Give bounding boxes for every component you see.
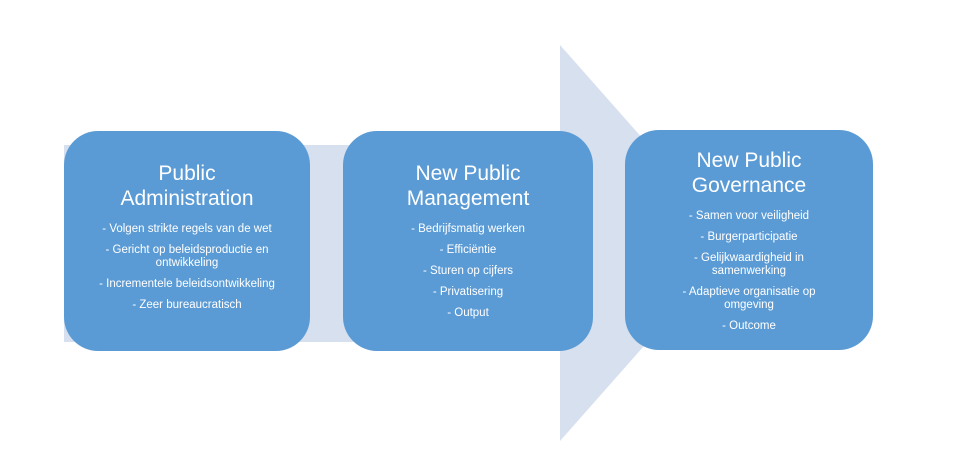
stage-item-list: - Bedrijfsmatig werken - Efficiëntie - S… bbox=[355, 223, 581, 320]
stage-new-public-governance: New Public Governance - Samen voor veili… bbox=[625, 130, 873, 350]
stage-item-list: - Samen voor veiligheid - Burgerparticip… bbox=[637, 210, 861, 333]
stage-item: - Privatisering bbox=[432, 286, 504, 298]
stage-item: - Sturen op cijfers bbox=[422, 265, 514, 277]
stage-new-public-management: New Public Management - Bedrijfsmatig we… bbox=[343, 131, 593, 351]
stage-title: New Public Governance bbox=[691, 149, 807, 197]
stage-item: - Bedrijfsmatig werken bbox=[411, 223, 525, 235]
stage-item: - Gelijkwaardigheid in samenwerking bbox=[694, 252, 804, 277]
stage-item: - Burgerparticipatie bbox=[700, 231, 798, 243]
stage-item: - Volgen strikte regels van de wet bbox=[102, 223, 272, 235]
stage-item: - Adaptieve organisatie op omgeving bbox=[682, 286, 816, 311]
stage-item-list: - Volgen strikte regels van de wet - Ger… bbox=[76, 223, 298, 312]
stage-item: - Outcome bbox=[722, 320, 776, 332]
stage-item: - Incrementele beleidsontwikkeling bbox=[99, 278, 275, 290]
stage-item: - Efficiëntie bbox=[439, 244, 497, 256]
stage-public-administration: Public Administration - Volgen strikte r… bbox=[64, 131, 310, 351]
stage-item: - Output bbox=[447, 307, 489, 319]
stage-item: - Zeer bureaucratisch bbox=[132, 299, 242, 311]
stage-title: New Public Management bbox=[406, 162, 530, 210]
stage-item: - Samen voor veiligheid bbox=[688, 210, 810, 222]
stage-item: - Gericht op beleidsproductie en ontwikk… bbox=[105, 244, 269, 269]
stage-title: Public Administration bbox=[120, 162, 254, 210]
